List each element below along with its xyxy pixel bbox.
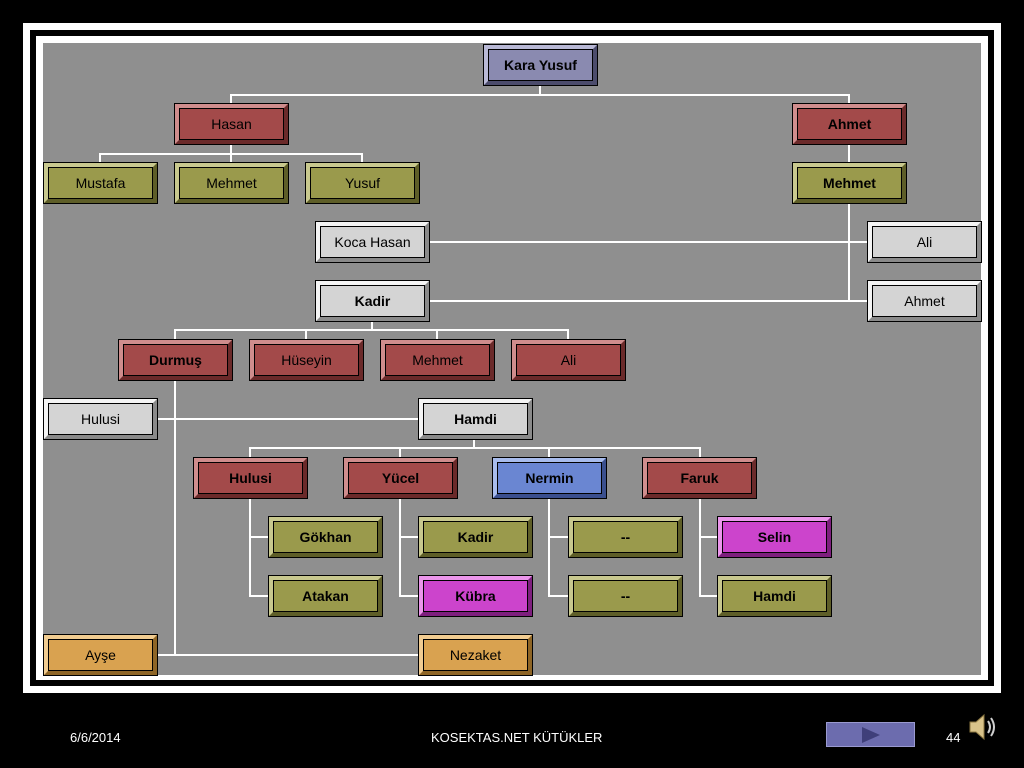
node-label: Faruk: [680, 470, 719, 486]
node-label: Kadir: [354, 293, 391, 309]
node-label: Selin: [757, 529, 792, 545]
node-hasan: Hasan: [174, 103, 289, 145]
node-mehmet-kadir: Mehmet: [380, 339, 495, 381]
node-label: Ahmet: [827, 116, 872, 132]
node-ali-top: Ali: [867, 221, 982, 263]
node-mehmet-ahmet: Mehmet: [792, 162, 907, 204]
node-atakan: Atakan: [268, 575, 383, 617]
node-dash-2: --: [568, 575, 683, 617]
node-label: Koca Hasan: [334, 234, 411, 250]
node-label: Nezaket: [449, 647, 502, 663]
node-label: --: [620, 529, 631, 545]
play-arrow-icon: [861, 726, 880, 743]
node-label: Mehmet: [412, 352, 463, 368]
node-durmus: Durmuş: [118, 339, 233, 381]
node-label: Yücel: [381, 470, 420, 486]
node-label: Nermin: [525, 470, 574, 486]
node-label: Atakan: [302, 588, 349, 604]
node-label: Mustafa: [75, 175, 126, 191]
node-label: Gökhan: [299, 529, 352, 545]
node-gokhan: Gökhan: [268, 516, 383, 558]
node-label: Mehmet: [823, 175, 876, 191]
node-kubra: Kübra: [418, 575, 533, 617]
node-label: Durmuş: [149, 352, 202, 368]
node-hamdi: Hamdi: [418, 398, 533, 440]
node-ahmet-right: Ahmet: [867, 280, 982, 322]
node-label: --: [620, 588, 631, 604]
node-mustafa: Mustafa: [43, 162, 158, 204]
node-yusuf: Yusuf: [305, 162, 420, 204]
node-faruk: Faruk: [642, 457, 757, 499]
speaker-icon[interactable]: [966, 710, 1000, 744]
node-dash-1: --: [568, 516, 683, 558]
node-label: Ali: [916, 234, 933, 250]
node-kadir-yucel: Kadir: [418, 516, 533, 558]
node-kara-yusuf: Kara Yusuf: [483, 44, 598, 86]
page-number: 44: [946, 730, 961, 745]
node-label: Mehmet: [206, 175, 257, 191]
node-nezaket: Nezaket: [418, 634, 533, 676]
node-label: Kadir: [457, 529, 494, 545]
node-label: Hulusi: [229, 470, 272, 486]
node-label: Hamdi: [753, 588, 796, 604]
node-label: Hasan: [211, 116, 252, 132]
node-hulusi-left: Hulusi: [43, 398, 158, 440]
node-kadir: Kadir: [315, 280, 430, 322]
node-label: Hamdi: [454, 411, 497, 427]
node-ahmet: Ahmet: [792, 103, 907, 145]
node-label: Hüseyin: [281, 352, 332, 368]
node-selin: Selin: [717, 516, 832, 558]
node-label: Yusuf: [344, 175, 381, 191]
node-hulusi-child: Hulusi: [193, 457, 308, 499]
node-label: Ahmet: [904, 293, 945, 309]
node-koca-hasan: Koca Hasan: [315, 221, 430, 263]
footer-title: KOSEKTAS.NET KÜTÜKLER: [431, 730, 603, 745]
node-nermin: Nermin: [492, 457, 607, 499]
node-mehmet-hasan: Mehmet: [174, 162, 289, 204]
next-slide-button[interactable]: [826, 722, 915, 747]
footer-date: 6/6/2014: [70, 730, 121, 745]
node-hamdi-faruk: Hamdi: [717, 575, 832, 617]
node-label: Kübra: [455, 588, 496, 604]
node-huseyin: Hüseyin: [249, 339, 364, 381]
node-label: Kara Yusuf: [504, 57, 577, 73]
node-label: Ayşe: [85, 647, 116, 663]
node-label: Ali: [560, 352, 577, 368]
node-ayse: Ayşe: [43, 634, 158, 676]
node-ali-kadir: Ali: [511, 339, 626, 381]
node-yucel: Yücel: [343, 457, 458, 499]
node-label: Hulusi: [81, 411, 120, 427]
